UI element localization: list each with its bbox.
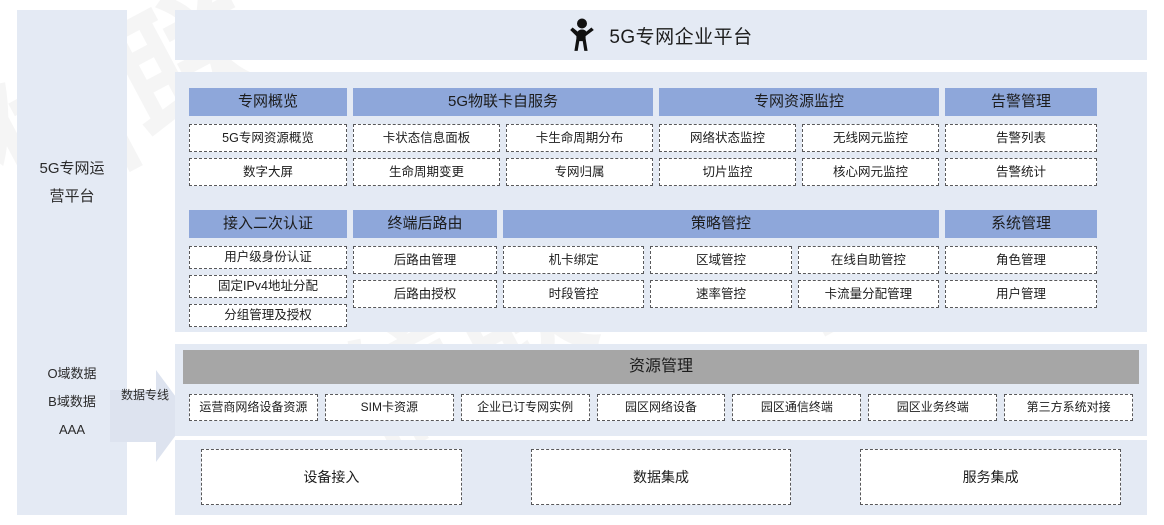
data-source-list: O域数据 B域数据 AAA	[17, 360, 127, 444]
resource-tile[interactable]: 园区网络设备	[596, 394, 726, 421]
function-group-resource-monitor: 专网资源监控网络状态监控切片监控无线网元监控核心网元监控	[659, 88, 939, 186]
platform-header-band: 5G专网企业平台	[175, 10, 1147, 60]
function-group-row-2: 接入二次认证用户级身份认证固定IPv4地址分配分组管理及授权终端后路由后路由管理…	[175, 210, 1147, 327]
resource-tile[interactable]: 第三方系统对接	[1004, 394, 1134, 421]
group-column: 后路由管理后路由授权	[353, 246, 497, 308]
feature-tile[interactable]: 机卡绑定	[503, 246, 645, 274]
group-column: 在线自助管控卡流量分配管理	[797, 246, 939, 308]
group-column: 5G专网资源概览数字大屏	[189, 124, 347, 186]
platform-title: 5G专网运 营平台	[17, 155, 127, 211]
group-body: 后路由管理后路由授权	[353, 246, 497, 308]
function-group-iot-card-self-service: 5G物联卡自服务卡状态信息面板生命周期变更卡生命周期分布专网归属	[353, 88, 653, 186]
feature-tile[interactable]: 速率管控	[650, 280, 792, 308]
feature-tile[interactable]: 在线自助管控	[797, 246, 939, 274]
group-header-access-secondary-auth[interactable]: 接入二次认证	[189, 210, 347, 238]
resource-tile[interactable]: SIM卡资源	[324, 394, 454, 421]
resource-tile[interactable]: 运营商网络设备资源	[189, 394, 318, 421]
integration-tile[interactable]: 服务集成	[860, 449, 1122, 505]
resource-tile[interactable]: 企业已订专网实例	[460, 394, 590, 421]
feature-tile[interactable]: 区域管控	[650, 246, 792, 274]
feature-tile[interactable]: 卡生命周期分布	[506, 124, 653, 152]
group-body: 5G专网资源概览数字大屏	[189, 124, 347, 186]
feature-tile[interactable]: 告警列表	[945, 124, 1097, 152]
feature-tile[interactable]: 专网归属	[506, 158, 653, 186]
group-body: 角色管理用户管理	[945, 246, 1097, 308]
group-column: 区域管控速率管控	[650, 246, 792, 308]
group-body: 用户级身份认证固定IPv4地址分配分组管理及授权	[189, 246, 347, 327]
feature-tile[interactable]: 核心网元监控	[802, 158, 939, 186]
group-column: 卡状态信息面板生命周期变更	[353, 124, 500, 186]
function-group-policy-control: 策略管控机卡绑定时段管控区域管控速率管控在线自助管控卡流量分配管理	[503, 210, 939, 327]
feature-tile[interactable]: 后路由授权	[353, 280, 497, 308]
feature-tile[interactable]: 网络状态监控	[659, 124, 796, 152]
feature-tile[interactable]: 数字大屏	[189, 158, 347, 186]
feature-tile[interactable]: 分组管理及授权	[189, 304, 347, 327]
feature-tile[interactable]: 角色管理	[945, 246, 1097, 274]
feature-tile[interactable]: 后路由管理	[353, 246, 497, 274]
right-arrow-icon	[110, 368, 190, 464]
resource-tile[interactable]: 园区通信终端	[732, 394, 862, 421]
function-group-terminal-post-route: 终端后路由后路由管理后路由授权	[353, 210, 497, 327]
feature-tile[interactable]: 时段管控	[503, 280, 645, 308]
integration-tile[interactable]: 设备接入	[201, 449, 462, 505]
platform-title-line: 5G专网运	[39, 160, 105, 177]
resource-management-header: 资源管理	[183, 350, 1139, 384]
platform-title-line: 营平台	[49, 188, 95, 205]
integration-tile-list: 设备接入 数据集成 服务集成	[201, 449, 1122, 505]
group-header-resource-monitor[interactable]: 专网资源监控	[659, 88, 939, 116]
group-body: 卡状态信息面板生命周期变更卡生命周期分布专网归属	[353, 124, 653, 186]
group-column: 角色管理用户管理	[945, 246, 1097, 308]
group-body: 网络状态监控切片监控无线网元监控核心网元监控	[659, 124, 939, 186]
group-column: 无线网元监控核心网元监控	[802, 124, 939, 186]
feature-tile[interactable]: 用户级身份认证	[189, 246, 347, 269]
function-group-alarm-management: 告警管理告警列表告警统计	[945, 88, 1097, 186]
feature-tile[interactable]: 告警统计	[945, 158, 1097, 186]
feature-tile[interactable]: 无线网元监控	[802, 124, 939, 152]
feature-tile[interactable]: 生命周期变更	[353, 158, 500, 186]
feature-tile[interactable]: 固定IPv4地址分配	[189, 275, 347, 298]
group-column: 用户级身份认证固定IPv4地址分配分组管理及授权	[189, 246, 347, 327]
group-header-overview[interactable]: 专网概览	[189, 88, 347, 116]
feature-tile[interactable]: 用户管理	[945, 280, 1097, 308]
group-column: 告警列表告警统计	[945, 124, 1097, 186]
group-header-alarm-management[interactable]: 告警管理	[945, 88, 1097, 116]
group-column: 机卡绑定时段管控	[503, 246, 645, 308]
function-group-access-secondary-auth: 接入二次认证用户级身份认证固定IPv4地址分配分组管理及授权	[189, 210, 347, 327]
data-source-item: O域数据	[47, 366, 97, 381]
group-header-terminal-post-route[interactable]: 终端后路由	[353, 210, 497, 238]
group-header-iot-card-self-service[interactable]: 5G物联卡自服务	[353, 88, 653, 116]
feature-tile[interactable]: 切片监控	[659, 158, 796, 186]
group-column: 网络状态监控切片监控	[659, 124, 796, 186]
page-title: 5G专网企业平台	[609, 26, 753, 48]
group-header-policy-control[interactable]: 策略管控	[503, 210, 939, 238]
feature-tile[interactable]: 卡流量分配管理	[797, 280, 939, 308]
person-platform-icon	[569, 18, 595, 52]
group-body: 机卡绑定时段管控区域管控速率管控在线自助管控卡流量分配管理	[503, 246, 939, 308]
group-header-system-management[interactable]: 系统管理	[945, 210, 1097, 238]
arrow-label: 数据专线	[120, 388, 169, 402]
group-body: 告警列表告警统计	[945, 124, 1097, 186]
feature-tile[interactable]: 卡状态信息面板	[353, 124, 500, 152]
left-rail	[17, 10, 127, 515]
group-column: 卡生命周期分布专网归属	[506, 124, 653, 186]
function-group-system-management: 系统管理角色管理用户管理	[945, 210, 1097, 327]
function-group-overview: 专网概览 5G专网资源概览数字大屏	[189, 88, 347, 186]
data-source-item: B域数据	[48, 394, 96, 409]
integration-tile[interactable]: 数据集成	[530, 449, 792, 505]
data-source-item: AAA	[58, 422, 85, 437]
resource-tile[interactable]: 园区业务终端	[868, 394, 998, 421]
integration-panel: 设备接入 数据集成 服务集成	[175, 440, 1147, 515]
feature-tile[interactable]: 5G专网资源概览	[189, 124, 347, 152]
